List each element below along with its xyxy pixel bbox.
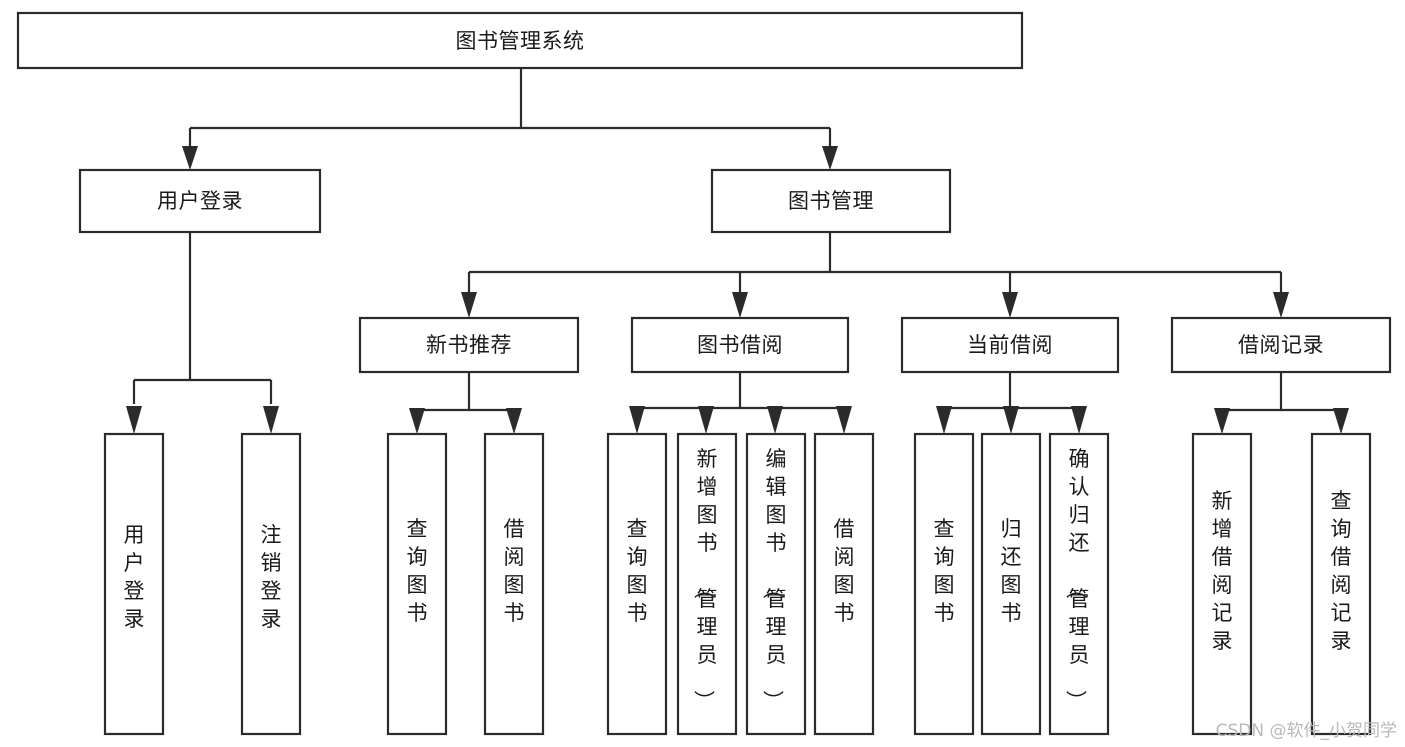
node-leaf-return-book[interactable]: 归还图书 <box>980 432 1042 736</box>
node-leaf-query-book-1-box[interactable] <box>386 432 448 736</box>
node-current-borrow[interactable]: 当前借阅 <box>900 316 1120 374</box>
node-leaf-query-record[interactable]: 查询借阅记录 <box>1310 432 1372 736</box>
node-borrow-record[interactable]: 借阅记录 <box>1170 316 1392 374</box>
arrow-leaf-logout <box>263 406 279 434</box>
node-leaf-return-book-box[interactable] <box>980 432 1042 736</box>
node-book-manage-box[interactable] <box>710 168 952 234</box>
node-leaf-query-book-1-label: 查询图书 <box>407 517 428 625</box>
node-leaf-edit-book[interactable]: 编辑图书（管理员） <box>745 432 807 736</box>
node-leaf-query-book-2-box[interactable] <box>606 432 668 736</box>
node-book-manage[interactable]: 图书管理 <box>710 168 952 234</box>
node-user-login-label: 用户登录 <box>157 189 243 213</box>
node-book-borrow[interactable]: 图书借阅 <box>630 316 850 374</box>
arrow-current-borrow <box>1002 292 1018 318</box>
node-leaf-user-login-box[interactable] <box>103 432 165 736</box>
node-leaf-logout-login-box[interactable] <box>240 432 302 736</box>
arrow-leaf-return-book <box>1003 406 1019 434</box>
csdn-watermark: CSDN @软件_小贺同学 <box>1215 721 1397 741</box>
edges-layer <box>126 68 1349 434</box>
node-leaf-edit-book-box[interactable] <box>745 432 807 736</box>
arrow-leaf-borrow-book-1 <box>506 408 522 434</box>
node-leaf-add-book-box[interactable] <box>676 432 738 736</box>
arrow-leaf-confirm-return <box>1071 406 1087 434</box>
node-new-book-recommend-label: 新书推荐 <box>426 333 512 357</box>
arrow-book-borrow <box>732 292 748 318</box>
node-leaf-add-book[interactable]: 新增图书（管理员） <box>676 432 738 736</box>
node-leaf-confirm-return[interactable]: 确认归还（管理员） <box>1048 432 1110 736</box>
arrow-leaf-edit-book <box>767 406 783 434</box>
node-leaf-logout-login-label: 注销登录 <box>261 523 282 631</box>
node-leaf-add-book-label: 新增图书（管理员） <box>692 447 718 711</box>
node-leaf-borrow-book-2-box[interactable] <box>813 432 875 736</box>
node-leaf-query-book-3[interactable]: 查询图书 <box>913 432 975 736</box>
arrow-leaf-query-record <box>1333 408 1349 434</box>
node-borrow-record-box[interactable] <box>1170 316 1392 374</box>
node-leaf-add-record-box[interactable] <box>1191 432 1253 736</box>
node-leaf-borrow-book-1-box[interactable] <box>483 432 545 736</box>
node-book-borrow-box[interactable] <box>630 316 850 374</box>
node-leaf-query-book-3-box[interactable] <box>913 432 975 736</box>
arrow-leaf-query-book-2 <box>629 406 645 434</box>
node-leaf-query-book-3-label: 查询图书 <box>934 517 955 625</box>
arrow-to-book-manage <box>822 146 838 170</box>
node-book-borrow-label: 图书借阅 <box>697 333 783 357</box>
node-leaf-logout-login[interactable]: 注销登录 <box>240 432 302 736</box>
node-root-box[interactable] <box>16 11 1024 70</box>
node-leaf-query-book-2[interactable]: 查询图书 <box>606 432 668 736</box>
node-leaf-add-record[interactable]: 新增借阅记录 <box>1191 432 1253 736</box>
node-leaf-borrow-book-1-label: 借阅图书 <box>504 517 525 625</box>
leaves-layer: 用户登录 注销登录 查询图书 借阅图书 查询图书 新增图书（管理员） <box>103 432 1372 736</box>
node-root-label: 图书管理系统 <box>456 29 585 53</box>
arrow-leaf-add-book <box>698 406 714 434</box>
node-leaf-borrow-book-2[interactable]: 借阅图书 <box>813 432 875 736</box>
arrow-leaf-query-book-3 <box>936 406 952 434</box>
node-leaf-query-record-box[interactable] <box>1310 432 1372 736</box>
arrow-new-book <box>461 292 477 318</box>
node-leaf-edit-book-label: 编辑图书（管理员） <box>761 447 787 711</box>
node-leaf-borrow-book-2-label: 借阅图书 <box>834 517 855 625</box>
node-new-book-recommend[interactable]: 新书推荐 <box>358 316 580 374</box>
node-leaf-query-book-2-label: 查询图书 <box>627 517 648 625</box>
node-current-borrow-box[interactable] <box>900 316 1120 374</box>
node-leaf-query-book-1[interactable]: 查询图书 <box>386 432 448 736</box>
arrow-to-user-login <box>182 146 198 170</box>
node-leaf-user-login[interactable]: 用户登录 <box>103 432 165 736</box>
node-current-borrow-label: 当前借阅 <box>967 333 1053 357</box>
node-leaf-user-login-label: 用户登录 <box>124 523 145 631</box>
node-leaf-confirm-return-box[interactable] <box>1048 432 1110 736</box>
arrow-leaf-add-record <box>1214 408 1230 434</box>
arrow-leaf-user-login <box>126 406 142 434</box>
node-leaf-borrow-book-1[interactable]: 借阅图书 <box>483 432 545 736</box>
node-new-book-recommend-box[interactable] <box>358 316 580 374</box>
node-user-login-box[interactable] <box>78 168 322 234</box>
node-borrow-record-label: 借阅记录 <box>1238 333 1324 357</box>
node-leaf-confirm-return-label: 确认归还（管理员） <box>1064 447 1090 711</box>
node-book-manage-label: 图书管理 <box>788 189 874 213</box>
node-leaf-return-book-label: 归还图书 <box>1001 517 1022 625</box>
arrow-leaf-borrow-book-2 <box>836 406 852 434</box>
node-leaf-query-record-label: 查询借阅记录 <box>1331 489 1352 653</box>
node-root[interactable]: 图书管理系统 <box>16 11 1024 70</box>
arrow-leaf-query-book-1 <box>409 408 425 434</box>
node-leaf-add-record-label: 新增借阅记录 <box>1212 489 1233 653</box>
arrow-borrow-record <box>1273 292 1289 318</box>
node-user-login[interactable]: 用户登录 <box>78 168 322 234</box>
